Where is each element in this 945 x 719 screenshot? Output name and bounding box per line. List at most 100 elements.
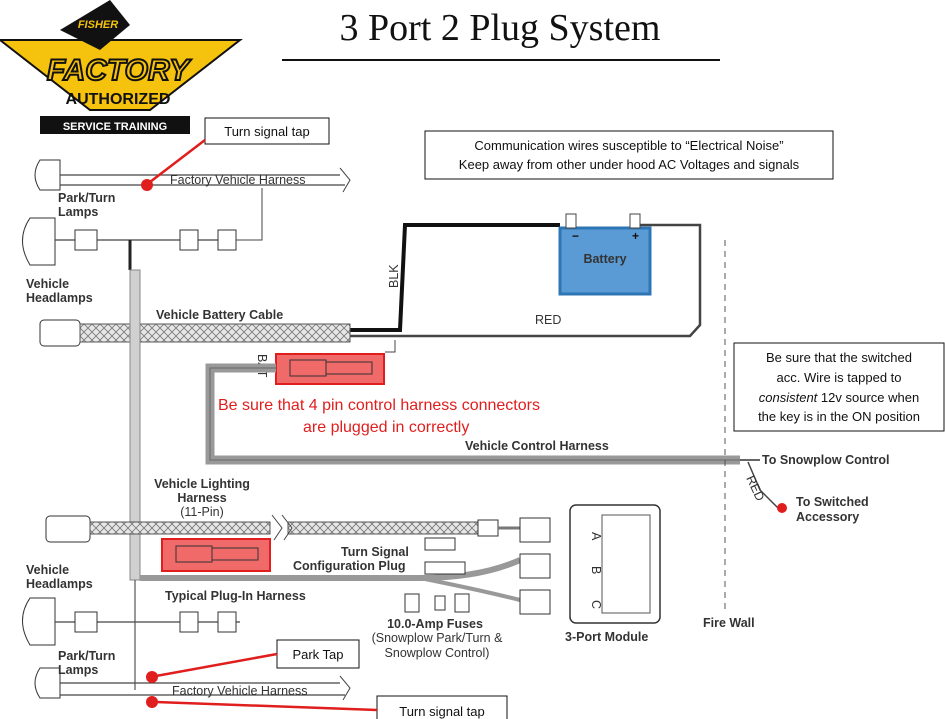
battery-minus-label: − (572, 229, 579, 243)
lighting-harness-break-2 (281, 514, 293, 541)
lighting-harness-label-2: Harness (177, 491, 226, 505)
callout-park-tap (276, 639, 360, 669)
config-plug-b (424, 561, 466, 575)
communication-note-line2: Keep away from other under hood AC Volta… (459, 157, 800, 172)
logo-shield-shape (0, 39, 243, 111)
top-park-lamp-shape (34, 159, 61, 191)
factory-harness-bottom-label: Factory Vehicle Harness (172, 684, 307, 698)
logo-line3: SERVICE TRAINING (63, 121, 167, 133)
module-connector-c (519, 589, 551, 615)
fuse-3 (454, 593, 470, 613)
plugged-note-line2: are plugged in correctly (303, 419, 469, 436)
logo-brand: FISHER (78, 19, 118, 31)
vehicle-control-harness-outline (209, 367, 740, 461)
blk-battery-wire (350, 223, 560, 332)
battery-neg-terminal (565, 213, 577, 229)
red-label: RED (535, 313, 561, 327)
lighting-harness-label-3: (11-Pin) (180, 505, 224, 519)
top-plug-connector-1 (179, 229, 199, 251)
module-connectors (519, 517, 551, 615)
to-snowplow-control-label: To Snowplow Control (762, 453, 890, 467)
park-turn-top-label-2: Lamps (58, 205, 98, 219)
module-port-b: B (589, 566, 603, 574)
lighting-harness-end (477, 519, 499, 537)
turn-signal-config-label-2: Configuration Plug (293, 559, 405, 573)
three-port-module-label: 3-Port Module (565, 630, 648, 644)
fuse-2 (434, 595, 446, 611)
logo-splash-shape (60, 0, 130, 50)
switched-note-box (733, 342, 945, 432)
switched-note-line3: consistent 12v source when (759, 390, 919, 405)
callout-turn-signal-bottom-text: Turn signal tap (399, 704, 485, 719)
lighting-harness-plug (45, 515, 91, 543)
fuses-label-1: 10.0-Amp Fuses (387, 617, 483, 631)
communication-note-line1: Communication wires susceptible to “Elec… (474, 138, 783, 153)
top-plug-wire (236, 188, 263, 241)
bottom-headlamp-shape (22, 597, 56, 646)
fuse-1 (404, 593, 420, 613)
red-wire-label: RED (743, 473, 767, 503)
top-headlamp-connector (74, 229, 98, 251)
module-connector-a (519, 517, 551, 543)
vehicle-headlamps-top-label-1: Vehicle (26, 277, 69, 291)
fire-wall-label: Fire Wall (703, 616, 755, 630)
fuses-label-3: Snowplow Control) (385, 646, 490, 660)
battery-label: Battery (583, 252, 626, 266)
turn-signal-bottom-tap-point (146, 696, 158, 708)
lower-connector-highlight (161, 538, 271, 572)
vehicle-headlamps-top-label-2: Headlamps (26, 291, 93, 305)
logo-banner (40, 116, 190, 134)
battery-cable-plug (39, 319, 81, 347)
switched-note-line1: Be sure that the switched (766, 350, 912, 365)
bottom-harness-break (339, 675, 351, 701)
callout-turn-signal-top (204, 117, 330, 145)
factory-harness-top-label: Factory Vehicle Harness (170, 173, 305, 187)
bottom-park-lamp-shape (34, 667, 61, 699)
control-connector-right (325, 361, 373, 375)
turn-signal-config-label-1: Turn Signal (341, 545, 409, 559)
lighting-harness-label-1: Vehicle Lighting (154, 477, 250, 491)
switched-note-line4: the key is in the ON position (758, 409, 920, 424)
vehicle-headlamps-bottom-label-1: Vehicle (26, 563, 69, 577)
module-window (601, 514, 651, 614)
top-lamp-assembly (22, 159, 351, 270)
callout-turn-signal-bottom-arrow (155, 700, 378, 712)
typical-plugin-harness-label: Typical Plug-In Harness (165, 589, 306, 603)
fisher-logo: FISHER FACTORY AUTHORIZED SERVICE TRAINI… (0, 0, 243, 134)
switched-note-emphasis: consistent (759, 390, 819, 405)
callout-park-tap-text: Park Tap (292, 647, 343, 662)
switched-note-line2: acc. Wire is tapped to (777, 370, 902, 385)
top-plug-connector-2 (217, 229, 237, 251)
logo-line1: FACTORY (47, 54, 192, 87)
park-turn-bottom-label-2: Lamps (58, 663, 98, 677)
callout-turn-signal-top-arrow (149, 139, 206, 183)
page-title: 3 Port 2 Plug System (340, 7, 661, 49)
vehicle-control-harness-label: Vehicle Control Harness (465, 439, 609, 453)
control-connector-highlight (275, 353, 385, 385)
to-switched-accessory-label-1: To Switched (796, 495, 869, 509)
switched-note-line3-rest: 12v source when (817, 390, 919, 405)
turn-signal-top-tap-point (141, 179, 153, 191)
lighting-harness-break-1 (271, 514, 283, 541)
park-tap-point (146, 671, 158, 683)
blk-label: BLK (387, 264, 401, 288)
fuses-label-2: (Snowplow Park/Turn & (372, 631, 503, 645)
plugged-note-line1: Be sure that 4 pin control harness conne… (218, 397, 540, 414)
to-switched-accessory-label-2: Accessory (796, 510, 859, 524)
lighting-harness-braid-left (89, 521, 271, 535)
bottom-plug-connector-1 (179, 611, 199, 633)
callout-park-tap-arrow (155, 652, 278, 678)
park-turn-top-label-1: Park/Turn (58, 191, 115, 205)
battery-body (558, 226, 652, 296)
lighting-harness-braid-right (287, 521, 479, 535)
park-turn-bottom-label-1: Park/Turn (58, 649, 115, 663)
red-battery-wire (350, 223, 702, 338)
top-headlamp-shape (22, 217, 56, 266)
lower-connector-right (211, 547, 259, 561)
battery-cable-label: Vehicle Battery Cable (156, 308, 283, 322)
config-plug-a (424, 537, 456, 551)
battery-pos-terminal (629, 213, 641, 229)
module-connector-b (519, 553, 551, 579)
